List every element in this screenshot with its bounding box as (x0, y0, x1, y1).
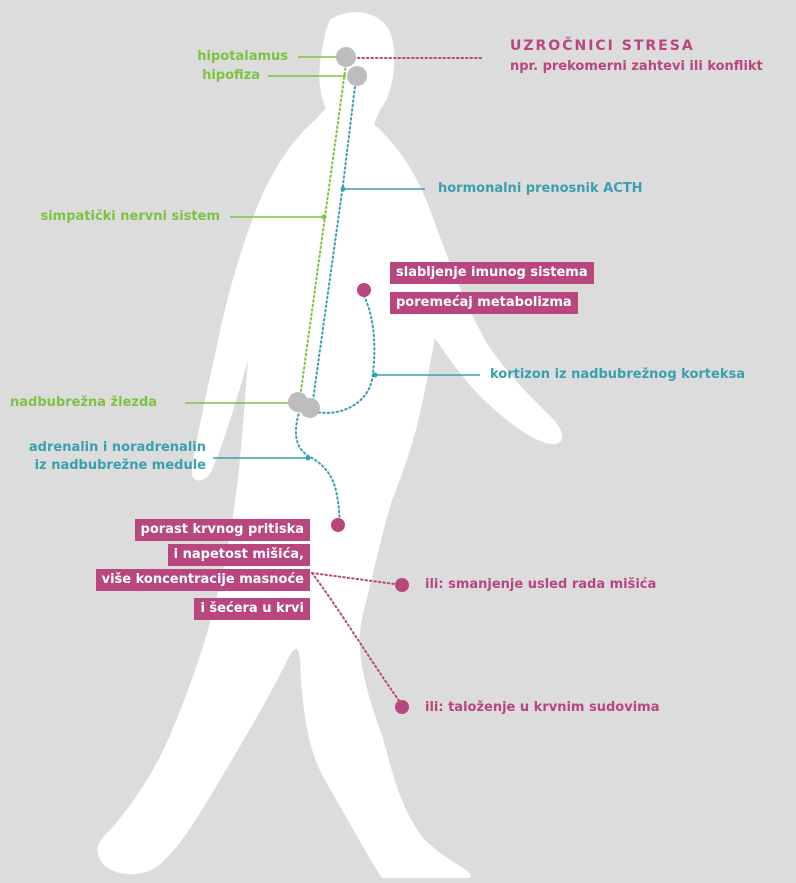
adrenal-gland-right (300, 398, 320, 418)
hypothalamus-gland (336, 47, 356, 67)
box-effects-2: i napetost mišića, (168, 544, 310, 566)
immune-dot (357, 283, 371, 297)
vessels-dot (395, 700, 409, 714)
label-sympathetic: simpatički nervni sistem (0, 208, 220, 225)
label-adrenaline-2: iz nadbubrežne medule (0, 457, 206, 474)
effects-dot (331, 518, 345, 532)
label-adrenaline-1: adrenalin i noradrenalin (0, 439, 206, 456)
label-adrenal-gland: nadbubrežna žlezda (10, 394, 157, 411)
label-hipofiza: hipofiza (150, 67, 260, 84)
box-immune-1: slabljenje imunog sistema (390, 262, 594, 284)
muscle-dot (395, 578, 409, 592)
pituitary-gland (347, 66, 367, 86)
box-effects-1: porast krvnog pritiska (135, 519, 310, 541)
label-vessels: ili: taloženje u krvnim sudovima (425, 699, 659, 716)
label-cortisol: kortizon iz nadbubrežnog korteksa (490, 366, 745, 383)
label-stress-sub: npr. prekomerni zahtevi ili konflikt (510, 58, 763, 75)
label-hipotalamus: hipotalamus (150, 48, 288, 65)
label-acth: hormonalni prenosnik ACTH (438, 180, 642, 197)
label-stress-title: UZROČNICI STRESA (510, 38, 695, 55)
label-muscle: ili: smanjenje usled rada mišića (425, 576, 656, 593)
box-effects-3: više koncentracije masnoće (96, 569, 310, 591)
box-effects-4: i šećera u krvi (194, 598, 310, 620)
box-immune-2: poremećaj metabolizma (390, 292, 578, 314)
